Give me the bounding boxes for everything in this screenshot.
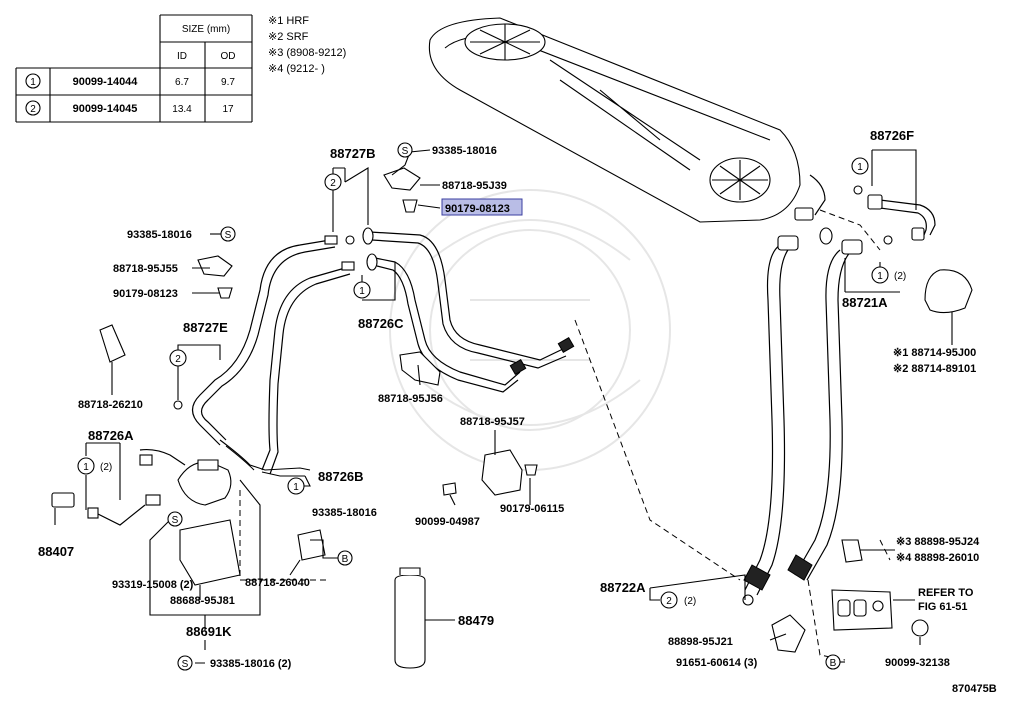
label-93385-18016-d: 93385-18016 (2) <box>210 658 292 670</box>
label-88726B: 88726B <box>318 469 364 484</box>
label-90179-08123: 90179-08123 <box>113 288 178 300</box>
note-4: ※4 (9212- ) <box>268 63 325 75</box>
id-header: ID <box>177 51 187 62</box>
marker-2: 2 <box>330 178 336 189</box>
grommet-88898-95J21 <box>771 614 806 653</box>
refer-line-1: REFER TO <box>918 587 974 599</box>
marker-s: S <box>182 659 189 670</box>
figure-number: 870475B <box>952 683 997 695</box>
label-88722A: 88722A <box>600 580 646 595</box>
label-93385-18016: 93385-18016 <box>432 145 497 157</box>
markers: 2 1 2 1 1 1 1 2 S S S S B B <box>77 142 889 671</box>
refer-line-2: FIG 61-51 <box>918 601 968 613</box>
label-90099-04987: 90099-04987 <box>415 516 480 528</box>
label-90179-06115: 90179-06115 <box>500 503 564 515</box>
size-header: SIZE (mm) <box>182 24 230 35</box>
valve-assembly <box>177 461 232 506</box>
label-88407: 88407 <box>38 544 74 559</box>
marker-2: 2 <box>175 354 181 365</box>
label-93385-18016-b: 93385-18016 <box>127 229 192 241</box>
label-88898-26010: ※4 88898-26010 <box>896 552 979 564</box>
label-88898-95J21: 88898-95J21 <box>668 636 733 648</box>
label-93319-15008: 93319-15008 (2) <box>112 579 194 591</box>
label-88479: 88479 <box>458 613 494 628</box>
od-header: OD <box>221 51 236 62</box>
row2-id: 13.4 <box>172 104 192 115</box>
clamp-88718-95J39 <box>383 167 421 191</box>
label-90099-32138: 90099-32138 <box>885 657 950 669</box>
label-90179-08123-highlight: 90179-08123 <box>445 203 510 215</box>
label-88726F: 88726F <box>870 128 914 143</box>
label-88721A: 88721A <box>842 295 888 310</box>
row1-mark: 1 <box>30 77 36 88</box>
row2-mark: 2 <box>30 104 36 115</box>
label-88718-95J57: 88718-95J57 <box>460 416 525 428</box>
label-93385-18016-c: 93385-18016 <box>312 507 377 519</box>
label-88898-95J24: ※3 88898-95J24 <box>896 536 980 548</box>
note-3: ※3 (8908-9212) <box>268 47 346 59</box>
pipes-center <box>191 227 575 475</box>
marker-2: 2 <box>666 596 672 607</box>
label-88726A-sub: (2) <box>100 462 112 473</box>
label-88718-95J55: 88718-95J55 <box>113 263 178 275</box>
label-88718-26210: 88718-26210 <box>78 399 143 411</box>
bracket-88688 <box>179 519 241 586</box>
highlight-90179-08123 <box>441 198 523 216</box>
label-91651-60614: 91651-60614 (3) <box>676 657 758 669</box>
marker-s: S <box>402 146 409 157</box>
clip-88718-26210 <box>99 324 126 363</box>
label-88688-95J81: 88688-95J81 <box>170 595 235 607</box>
label-88714-95J00: ※1 88714-95J00 <box>893 347 976 359</box>
row1-part: 90099-14044 <box>73 76 139 88</box>
label-88691K: 88691K <box>186 624 232 639</box>
note-1: ※1 HRF <box>268 15 309 27</box>
part-labels: 88727B 93385-18016 88718-95J39 90179-081… <box>38 128 997 695</box>
note-2: ※2 SRF <box>268 31 309 43</box>
marker-s: S <box>225 230 232 241</box>
label-88718-95J39: 88718-95J39 <box>442 180 507 192</box>
switch-88407 <box>51 492 75 508</box>
marker-s: S <box>172 515 179 526</box>
label-88714-89101: ※2 88714-89101 <box>893 363 976 375</box>
marker-b: B <box>342 554 349 565</box>
row1-od: 9.7 <box>221 77 235 88</box>
marker-1: 1 <box>359 286 365 297</box>
marker-1: 1 <box>293 482 299 493</box>
marker-1: 1 <box>857 162 863 173</box>
bottle-88479 <box>394 574 426 669</box>
marker-b: B <box>830 658 837 669</box>
label-88726A: 88726A <box>88 428 134 443</box>
label-88722A-sub: (2) <box>684 596 696 607</box>
label-88727B: 88727B <box>330 146 376 161</box>
row1-id: 6.7 <box>175 77 189 88</box>
row2-part: 90099-14045 <box>73 103 138 115</box>
label-88726C: 88726C <box>358 316 404 331</box>
pipes-right <box>743 174 936 596</box>
watermark <box>389 189 671 471</box>
label-88727E: 88727E <box>183 320 228 335</box>
row2-od: 17 <box>222 104 234 115</box>
fitting-a <box>324 235 338 245</box>
marker-1: 1 <box>877 271 883 282</box>
label-88718-95J56: 88718-95J56 <box>378 393 443 405</box>
plug-90099-32138 <box>911 619 929 637</box>
leader-lines <box>54 149 953 664</box>
small-parts <box>51 167 973 669</box>
label-88721A-sub: (2) <box>894 271 906 282</box>
notes: ※1 HRF ※2 SRF ※3 (8908-9212) ※4 (9212- ) <box>268 15 346 75</box>
marker-1: 1 <box>83 462 89 473</box>
cooler-unit <box>428 17 801 223</box>
sleeve-88714 <box>924 269 973 314</box>
size-table: SIZE (mm) ID OD 1 90099-14044 6.7 9.7 2 … <box>15 14 253 123</box>
label-88718-26040: 88718-26040 <box>245 577 310 589</box>
